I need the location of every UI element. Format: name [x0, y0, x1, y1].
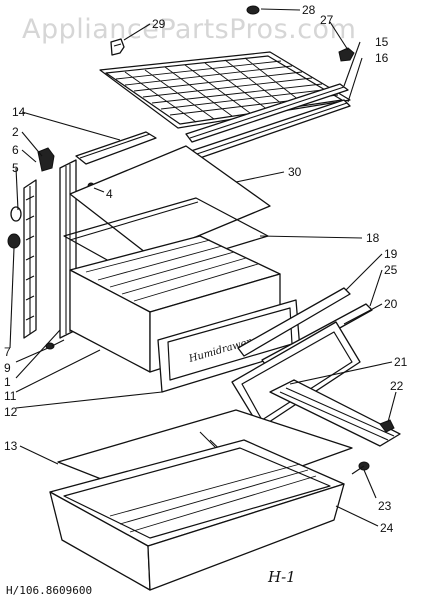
callout-5: 5 [12, 161, 19, 175]
screw-part-9 [45, 339, 65, 350]
callout-18: 18 [366, 231, 380, 245]
callout-13: 13 [4, 439, 18, 453]
callout-7: 7 [4, 345, 11, 359]
callout-6: 6 [12, 143, 19, 157]
callout-15: 15 [375, 35, 389, 49]
slide-stop-part-22 [379, 419, 395, 433]
humidity-frame-part-20 [231, 321, 361, 429]
callout-25: 25 [384, 263, 398, 277]
drawer-rail-part-19 [237, 287, 351, 357]
callout-16: 16 [375, 51, 389, 65]
shelf-clip-part-29 [110, 38, 125, 56]
bottom-bin-part-24 [49, 439, 345, 591]
side-rail-part-5 [23, 179, 37, 339]
bracket-part-6 [37, 147, 55, 172]
page-mark: H-1 [267, 568, 296, 586]
shelf-rail-part-15 [185, 83, 349, 143]
callout-21: 21 [394, 355, 408, 369]
callout-14: 14 [12, 105, 26, 119]
callout-30: 30 [288, 165, 302, 179]
callout-20: 20 [384, 297, 398, 311]
callout-4: 4 [106, 187, 113, 201]
callout-23: 23 [378, 499, 392, 513]
watermark: AppliancePartsPros.com [22, 14, 357, 45]
callout-27: 27 [320, 13, 334, 27]
slide-rail-part-21 [269, 379, 401, 447]
bushing-part-5a [10, 206, 22, 222]
callout-2: 2 [12, 125, 19, 139]
leader-lines [9, 8, 397, 527]
callout-22: 22 [390, 379, 404, 393]
callout-24: 24 [380, 521, 394, 535]
trim-part-14 [75, 131, 157, 165]
callout-11: 11 [4, 389, 17, 403]
callout-29: 29 [152, 17, 166, 31]
diagram-code: H/106.8609600 [6, 584, 92, 597]
shelf-clip-part-27 [338, 47, 355, 62]
roller-part-23 [351, 461, 370, 475]
callout-9: 9 [4, 361, 11, 375]
roller-part-7 [7, 233, 21, 249]
drawer-front-part-12: Humidrawer [157, 299, 301, 393]
callout-19: 19 [384, 247, 398, 261]
callout-28: 28 [302, 3, 316, 17]
callout-12: 12 [4, 405, 18, 419]
callout-labels: 28 27 29 15 16 14 2 6 5 4 30 18 19 25 20… [4, 3, 408, 535]
shelf-button-part-28 [246, 5, 260, 15]
callout-1: 1 [4, 375, 11, 389]
glass-cover-part-30 [69, 145, 271, 257]
